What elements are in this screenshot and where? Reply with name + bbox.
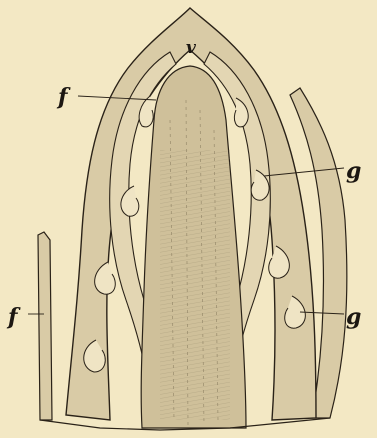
label-f-upper: f xyxy=(58,86,67,108)
axis-shading xyxy=(160,150,230,420)
label-f-lower: f xyxy=(8,306,17,328)
label-g-upper: g xyxy=(346,160,361,182)
outer-left-sheath xyxy=(38,232,52,420)
label-g-lower: g xyxy=(346,306,361,328)
label-v: v xyxy=(186,40,196,57)
